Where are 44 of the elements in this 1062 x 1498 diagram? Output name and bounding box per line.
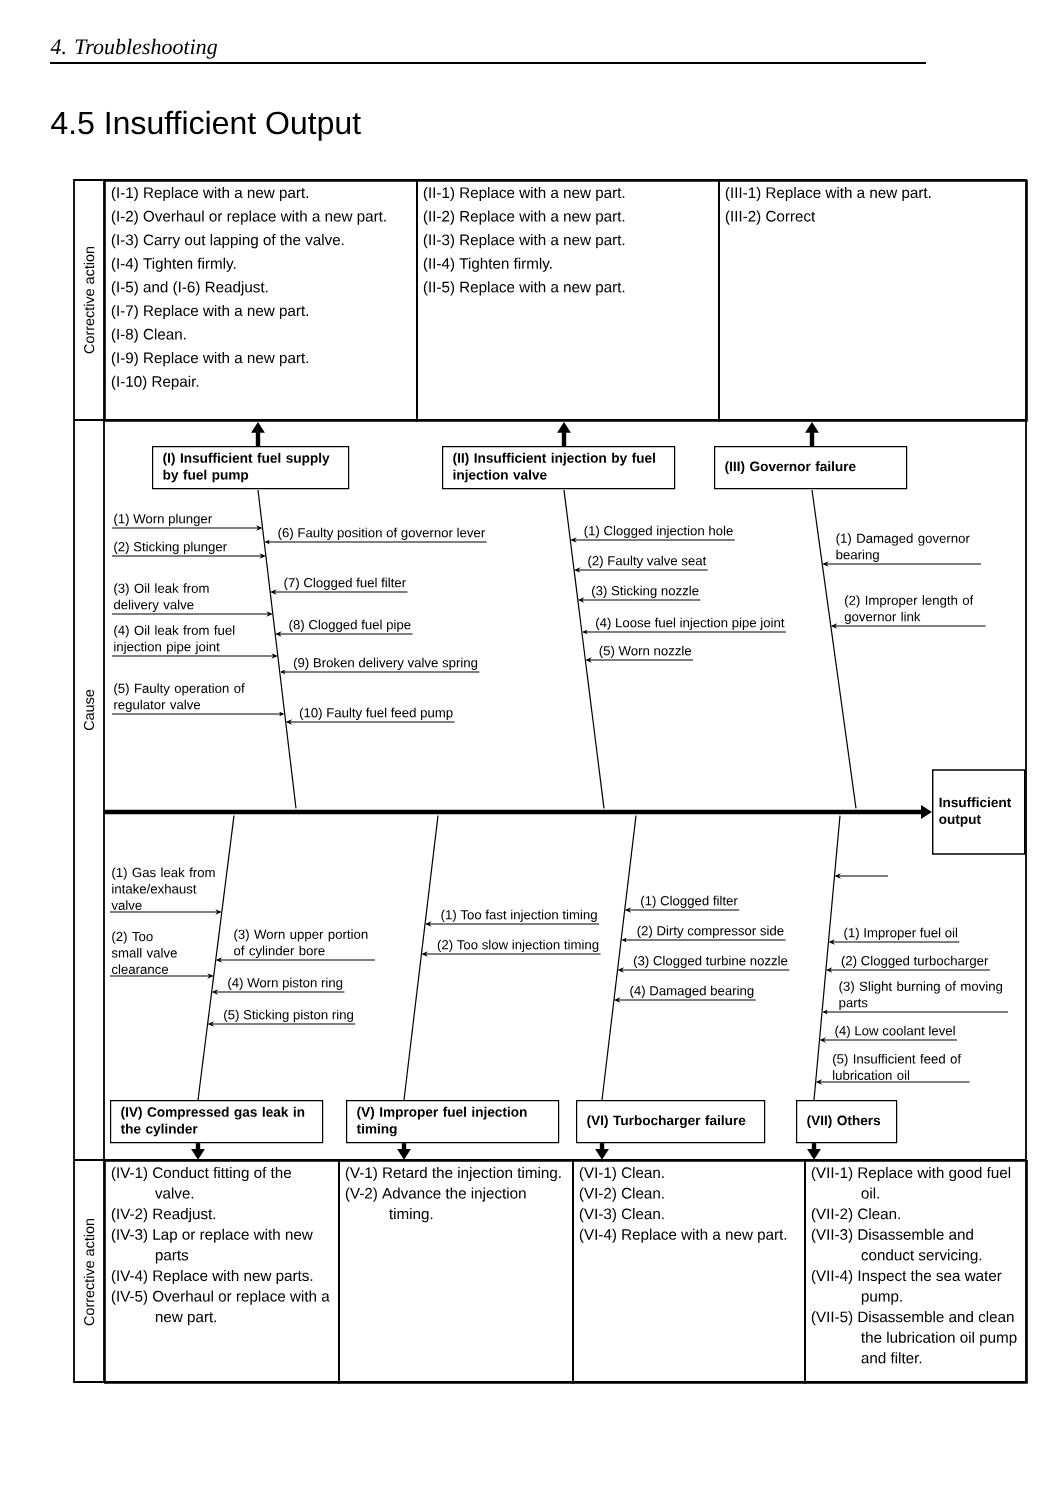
arrow bbox=[820, 1038, 958, 1042]
arrow bbox=[829, 940, 960, 944]
table-cell bbox=[104, 180, 418, 422]
arrow bbox=[111, 554, 266, 558]
table-cell bbox=[416, 180, 720, 422]
arrow bbox=[422, 952, 602, 956]
arrow bbox=[816, 1080, 971, 1084]
table-cell bbox=[718, 180, 1028, 422]
arrow bbox=[208, 1022, 356, 1026]
arrow bbox=[265, 540, 488, 544]
arrow bbox=[582, 630, 787, 634]
arrow bbox=[823, 562, 982, 566]
arrow bbox=[109, 974, 213, 978]
arrow bbox=[111, 526, 262, 530]
arrow bbox=[425, 922, 600, 926]
arrow bbox=[614, 998, 757, 1002]
page-header: 4. Troubleshooting bbox=[50, 38, 218, 59]
arrow bbox=[111, 612, 272, 616]
table-cell bbox=[572, 1160, 806, 1384]
arrow bbox=[111, 654, 277, 658]
arrow bbox=[621, 938, 786, 942]
arrow bbox=[625, 908, 740, 912]
arrow bbox=[109, 910, 221, 914]
arrow bbox=[826, 968, 991, 972]
arrow bbox=[280, 670, 480, 674]
bone-line bbox=[403, 815, 439, 1101]
arrow bbox=[276, 632, 414, 636]
arrow bbox=[822, 1010, 1009, 1014]
arrow bbox=[578, 598, 701, 602]
arrow bbox=[271, 590, 408, 594]
arrow bbox=[574, 568, 709, 572]
table-cell bbox=[338, 1160, 574, 1384]
arrow bbox=[286, 720, 456, 724]
arrow bbox=[216, 958, 376, 962]
arrow bbox=[835, 874, 889, 878]
arrow bbox=[586, 658, 694, 662]
arrow bbox=[571, 538, 736, 542]
table-cell bbox=[804, 1160, 1028, 1384]
arrow bbox=[831, 624, 987, 628]
table-cell bbox=[104, 1160, 340, 1384]
section-title: 4.5 Insufficient Output bbox=[51, 110, 361, 141]
arrow bbox=[212, 990, 345, 994]
arrow bbox=[618, 968, 790, 972]
arrow bbox=[111, 712, 284, 716]
